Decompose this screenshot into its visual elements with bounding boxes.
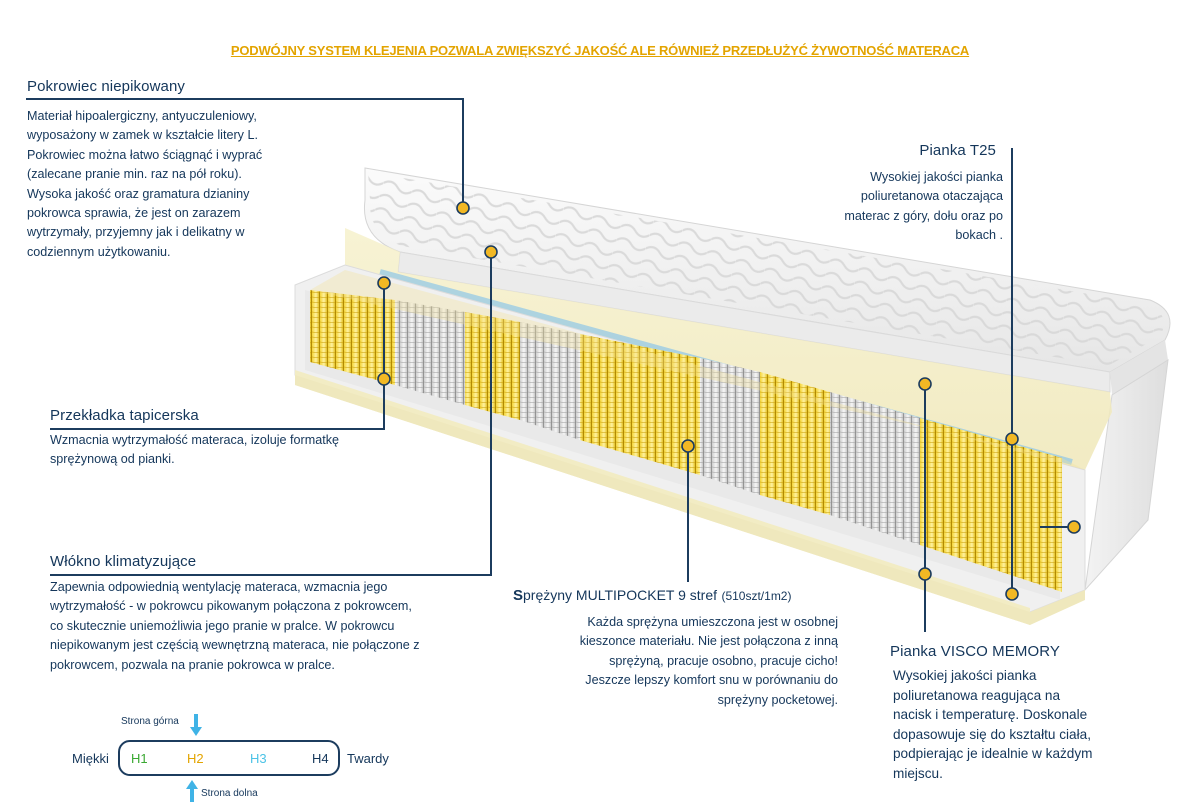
text-line: bokach . <box>955 228 1003 243</box>
text-line: niepikowanym jest częścią wewnętrzną mat… <box>50 638 420 653</box>
text-line: dopasowuje się do kształtu ciała, <box>893 726 1091 742</box>
text-line: pokrowcem, pozwala na pranie pokrowca w … <box>50 657 335 672</box>
visco-title: Pianka VISCO MEMORY <box>890 643 1061 660</box>
text-line: Wysoka jakość oraz gramatura dzianiny <box>27 186 250 201</box>
connector-spacer-h <box>50 428 385 430</box>
text-line: wyposażony w zamek w kształcie litery L. <box>27 128 258 143</box>
text-line: nacisk i temperaturę. Doskonale <box>893 707 1088 723</box>
text-line: co skutecznie uniemożliwia jego pranie w… <box>50 618 395 633</box>
arrow-up-icon <box>186 780 198 802</box>
text-line: Pokrowiec można łatwo ściągnąć i wyprać <box>27 147 263 162</box>
dot-cover <box>456 201 470 215</box>
dot-visco-top <box>918 377 932 391</box>
text-line: Materiał hipoalergiczny, antyuczuleniowy… <box>27 109 257 123</box>
headline: PODWÓJNY SYSTEM KLEJENIA POZWALA ZWIĘKSZ… <box>230 43 970 58</box>
cover-description: Materiał hipoalergiczny, antyuczuleniowy… <box>27 107 327 262</box>
text-line: poliuretanowa otaczająca <box>860 189 1003 204</box>
arrow-down-icon <box>190 714 202 736</box>
text-line: sprężyny pocketowej. <box>717 692 838 707</box>
connector-t25-side-h <box>1040 526 1074 528</box>
dot-visco <box>918 567 932 581</box>
dot-spacer-top <box>377 276 391 290</box>
dot-fiber <box>484 245 498 259</box>
text-line: podpierając je idealnie w każdym <box>893 746 1093 762</box>
text-line: codziennym użytkowaniu. <box>27 244 171 259</box>
text-line: materac z góry, dołu oraz po <box>844 208 1003 223</box>
connector-visco-v <box>924 384 926 632</box>
connector-cover-h <box>26 98 464 100</box>
springs-title-note: (510szt/1m2) <box>721 589 792 603</box>
top-side-label: Strona górna <box>121 716 179 727</box>
text-line: Wzmacnia wytrzymałość materaca, izoluje … <box>50 433 340 447</box>
text-line: sprężyną, pracuje osobno, pracuje cicho! <box>609 653 838 668</box>
connector-spacer-v <box>383 283 385 429</box>
text-line: (zalecane pranie min. raz na pół roku). <box>27 167 242 182</box>
springs-title-initial: S <box>513 587 524 604</box>
text-line: wytrzymałość - w pokrowcu pikowanym połą… <box>50 599 412 614</box>
connector-t25-v <box>1011 148 1013 594</box>
spacer-title: Przekładka tapicerska <box>50 407 199 424</box>
text-line: kieszonce materiału. Nie jest połączona … <box>579 634 838 649</box>
dot-t25-bottom <box>1005 587 1019 601</box>
dot-t25-top <box>1005 432 1019 446</box>
text-line: wytrzymały, przyjemny jak i delikatny w <box>27 225 245 240</box>
text-line: poliuretanowa reagująca na <box>893 687 1061 703</box>
springs-description: Każda sprężyna umieszczona jest w osobne… <box>520 613 838 710</box>
cover-title: Pokrowiec niepikowany <box>27 78 186 95</box>
t25-title: Pianka T25 <box>919 142 996 159</box>
text-line: Wysokiej jakości pianka <box>870 170 1003 184</box>
text-line: Wysokiej jakości pianka <box>893 668 1037 683</box>
connector-fiber-v <box>490 253 492 575</box>
text-line: sprężynową od pianki. <box>50 452 175 467</box>
text-line: Każda sprężyna umieszczona jest w osobne… <box>587 615 838 629</box>
soft-label: Miękki <box>72 751 109 766</box>
dot-t25-side <box>1067 520 1081 534</box>
level-h3: H3 <box>250 751 267 766</box>
connector-fiber-h <box>50 574 492 576</box>
text-line: pokrowca sprawia, że jest on zarazem <box>27 206 241 221</box>
fiber-title: Włókno klimatyzujące <box>50 553 197 570</box>
text-line: miejscu. <box>893 765 943 781</box>
hardness-scale-box <box>118 740 340 776</box>
text-line: Jeszcze lepszy komfort snu w porównaniu … <box>585 673 838 688</box>
text-line: Zapewnia odpowiednią wentylację materaca… <box>50 580 388 594</box>
hard-label: Twardy <box>347 751 389 766</box>
springs-title-text: prężyny MULTIPOCKET 9 stref <box>523 587 717 603</box>
visco-description: Wysokiej jakości pianka poliuretanowa re… <box>893 666 1173 784</box>
bottom-side-label: Strona dolna <box>201 788 258 799</box>
fiber-description: Zapewnia odpowiednią wentylację materaca… <box>50 578 480 675</box>
t25-description: Wysokiej jakości pianka poliuretanowa ot… <box>800 168 1003 246</box>
level-h4: H4 <box>312 751 329 766</box>
spacer-description: Wzmacnia wytrzymałość materaca, izoluje … <box>50 431 410 470</box>
dot-springs <box>681 439 695 453</box>
level-h1: H1 <box>131 751 148 766</box>
connector-springs-v <box>687 446 689 582</box>
level-h2: H2 <box>187 751 204 766</box>
dot-spacer <box>377 372 391 386</box>
springs-title: Sprężyny MULTIPOCKET 9 stref (510szt/1m2… <box>513 587 791 605</box>
connector-cover-v <box>462 98 464 208</box>
